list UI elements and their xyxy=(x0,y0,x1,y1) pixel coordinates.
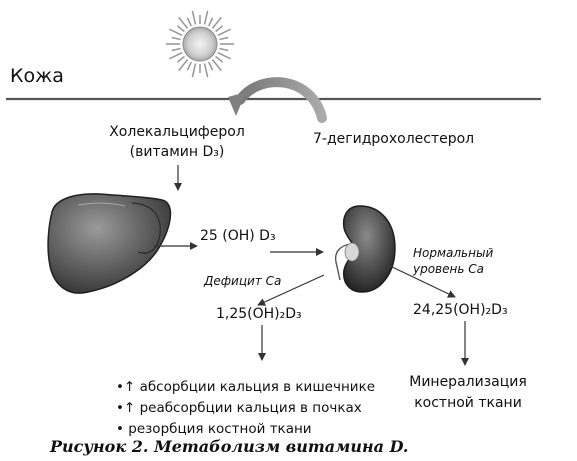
hydroxy-24-25-label: 24,25(OH)₂D₃ xyxy=(413,302,508,318)
sun-ray xyxy=(169,51,183,60)
hydroxy-25-label: 25 (OH) D₃ xyxy=(200,228,276,244)
effect-item: •↑ реабсорбции кальция в почках xyxy=(116,400,362,416)
sun-ray xyxy=(176,25,185,33)
sun-ray xyxy=(191,63,197,78)
sun-ray xyxy=(207,61,214,71)
sun-ray xyxy=(171,36,181,41)
sun-ray xyxy=(219,36,229,41)
normal-ca-label-line2: уровень Ca xyxy=(413,262,484,276)
sun-ray xyxy=(215,55,224,63)
liver-icon xyxy=(47,193,172,294)
mineralization-label-line2: костной ткани xyxy=(414,395,522,411)
figure-caption: Рисунок 2. Метаболизм витамина D. xyxy=(50,437,409,456)
sun-ray xyxy=(169,28,183,37)
normal-ca-label-line1: Нормальный xyxy=(413,246,494,260)
sun-ray xyxy=(186,61,193,71)
arrow-kidney-to-24-25 xyxy=(387,264,456,298)
sun-ray xyxy=(219,47,229,52)
sun-ray xyxy=(211,59,222,72)
sun-ray xyxy=(207,17,214,27)
arrow-kidney-to-calcitriol xyxy=(257,274,325,306)
sun-ray xyxy=(178,59,189,72)
mineralization-label-line1: Минерализация xyxy=(409,374,527,390)
sun-ray xyxy=(191,10,197,25)
sun-ray xyxy=(217,51,231,60)
sun-ray xyxy=(217,28,231,37)
sun-ray xyxy=(178,16,189,29)
sun-ray xyxy=(211,16,222,29)
dehydrocholesterol-label: 7-дегидрохолестерол xyxy=(313,131,475,147)
sun-ray xyxy=(203,10,209,25)
calcitriol-label: 1,25(OH)₂D₃ xyxy=(216,306,302,322)
effect-item: •↑ абсорбции кальция в кишечнике xyxy=(116,379,376,395)
cholecalciferol-label: Холекальциферол xyxy=(109,124,245,140)
conversion-curved-arrow xyxy=(228,77,327,123)
effect-item: • резорбция костной ткани xyxy=(116,421,312,437)
skin-label: Кожа xyxy=(10,65,64,87)
ca-deficit-label: Дефицит Ca xyxy=(204,274,282,288)
sun-icon xyxy=(166,10,234,78)
calcitriol-effects-list: •↑ абсорбции кальция в кишечнике •↑ реаб… xyxy=(116,377,375,440)
sun-ray xyxy=(171,47,181,52)
kidney-icon xyxy=(334,205,396,293)
vitamin-d3-label: (витамин D₃) xyxy=(129,144,225,160)
sun-ray xyxy=(215,25,224,33)
sun-ray xyxy=(176,55,185,63)
sun-ray xyxy=(186,17,193,27)
sun-ray xyxy=(203,63,209,78)
